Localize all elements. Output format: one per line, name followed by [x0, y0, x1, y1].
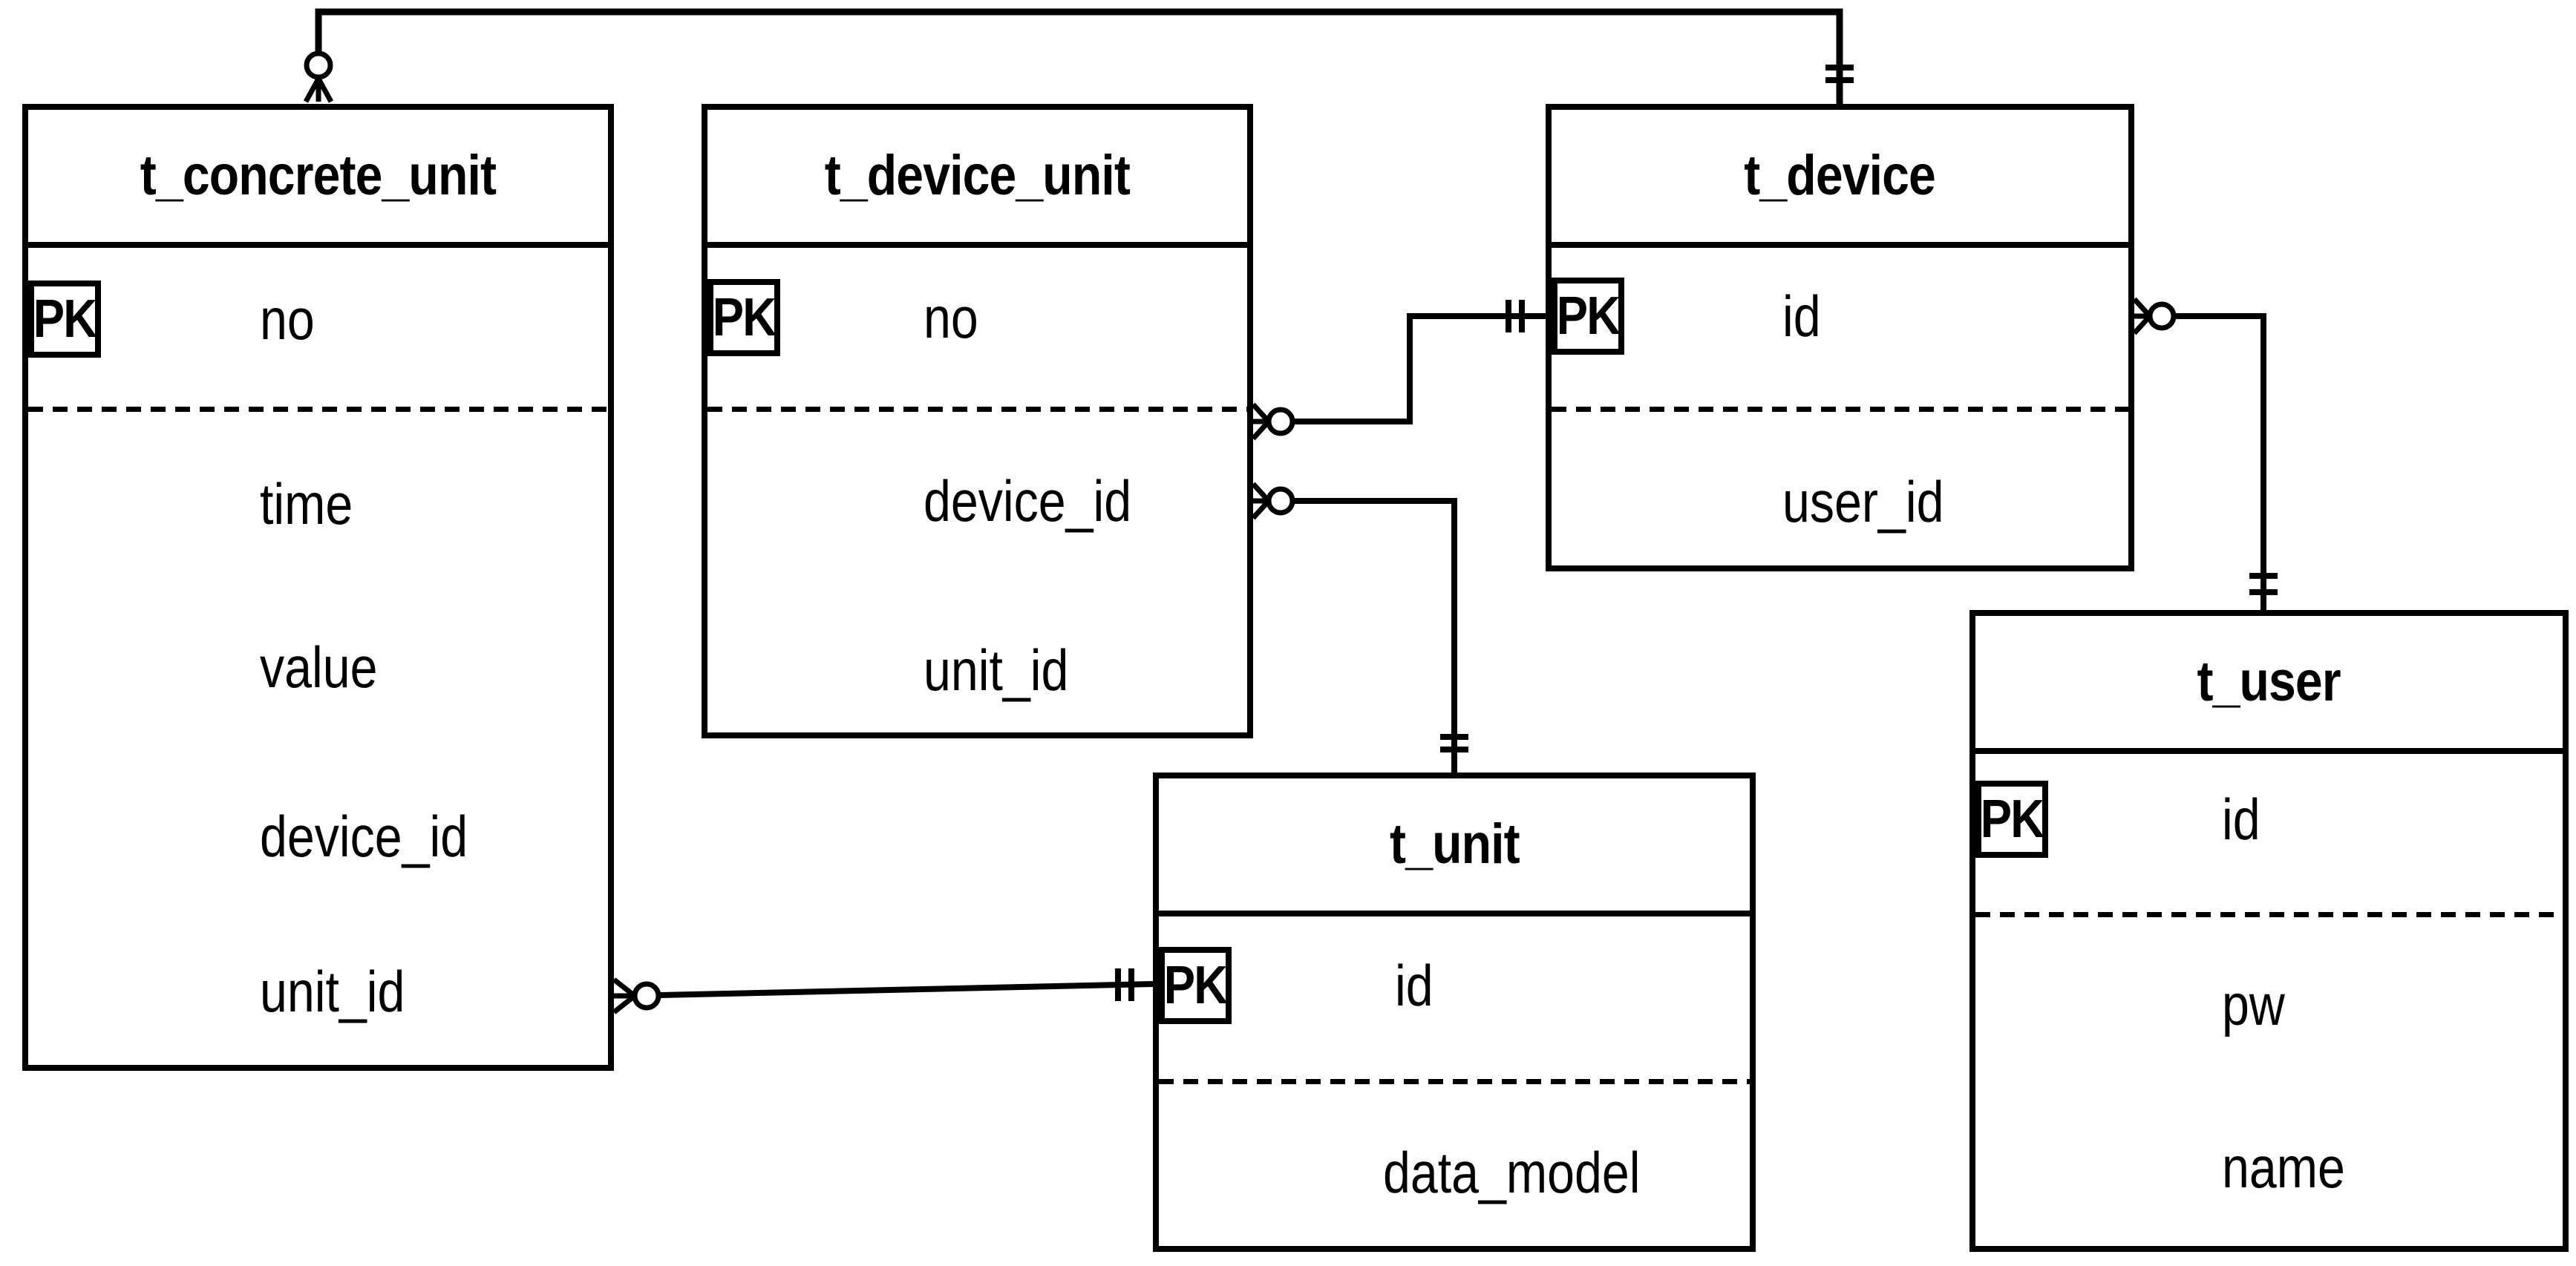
field-label: pw [2222, 972, 2285, 1037]
pk-badge-label: PK [1980, 790, 2044, 849]
entity-t-concrete-unit: t_concrete_unit PK no time value device_… [22, 104, 614, 1071]
pk-badge: PK [1159, 947, 1232, 1024]
attributes-divider [1159, 1079, 1750, 1084]
field-label-pk: id [2222, 787, 2260, 852]
crow-foot-many-icon [612, 977, 661, 1014]
field-label: unit_id [923, 637, 1069, 703]
entity-t-device-unit: t_device_unit PK no device_id unit_id [702, 104, 1253, 738]
table-title: t_user [2197, 650, 2341, 713]
zero-circle-icon [304, 50, 333, 80]
table-header: t_user [1975, 616, 2563, 754]
field-label: name [2222, 1135, 2346, 1200]
pk-badge: PK [1552, 278, 1624, 355]
table-header: t_device [1552, 110, 2128, 248]
field-label: device_id [923, 468, 1131, 534]
relationship-unit-concrete-unit [612, 968, 1154, 1014]
zero-circle-icon [1266, 407, 1295, 436]
field-label: device_id [260, 804, 468, 869]
zero-circle-icon [632, 981, 661, 1011]
attributes-divider [1975, 912, 2563, 917]
field-label: user_id [1782, 469, 1944, 534]
relationship-device-device-unit [1251, 300, 1546, 441]
entity-t-device: t_device PK id user_id [1546, 104, 2134, 571]
entity-t-user: t_user PK id pw name [1969, 610, 2569, 1252]
pk-badge-label: PK [33, 289, 97, 349]
relationship-device-concrete-unit [303, 8, 1854, 104]
relationship-unit-device-unit [1251, 482, 1468, 773]
entity-t-unit: t_unit PK id data_model [1153, 773, 1756, 1252]
one-tick-icon [1440, 734, 1468, 752]
relationship-user-device [2132, 297, 2278, 610]
pk-badge-label: PK [1556, 286, 1621, 346]
field-label: time [260, 471, 353, 537]
table-title: t_device_unit [824, 144, 1131, 207]
pk-badge-label: PK [712, 288, 777, 347]
pk-badge: PK [707, 279, 780, 356]
field-label-pk: no [923, 285, 978, 350]
field-label-pk: id [1395, 953, 1434, 1018]
attributes-divider [1552, 407, 2128, 412]
field-label: data_model [1383, 1140, 1641, 1205]
zero-circle-icon [2147, 301, 2177, 331]
pk-badge-label: PK [1163, 956, 1228, 1015]
one-tick-icon [2249, 573, 2278, 595]
crow-foot-many-icon [2132, 297, 2177, 335]
attributes-divider [28, 407, 608, 412]
field-label: value [260, 634, 378, 700]
pk-badge: PK [1975, 781, 2048, 858]
table-title: t_device [1744, 144, 1937, 207]
table-header: t_concrete_unit [28, 110, 608, 248]
table-header: t_device_unit [707, 110, 1247, 248]
crow-foot-many-icon [303, 50, 334, 103]
table-title: t_unit [1389, 813, 1520, 876]
field-label-pk: no [260, 286, 316, 352]
crow-foot-many-icon [1251, 482, 1295, 520]
field-label-pk: id [1782, 283, 1821, 349]
one-tick-icon [1506, 300, 1525, 332]
crow-foot-many-icon [1251, 402, 1295, 441]
table-header: t_unit [1159, 778, 1750, 916]
zero-circle-icon [1266, 486, 1295, 516]
pk-badge: PK [28, 281, 101, 358]
field-label: unit_id [260, 959, 405, 1024]
one-tick-icon [1115, 968, 1134, 1001]
attributes-divider [707, 407, 1247, 412]
one-tick-icon [1825, 65, 1854, 83]
table-title: t_concrete_unit [140, 144, 497, 207]
